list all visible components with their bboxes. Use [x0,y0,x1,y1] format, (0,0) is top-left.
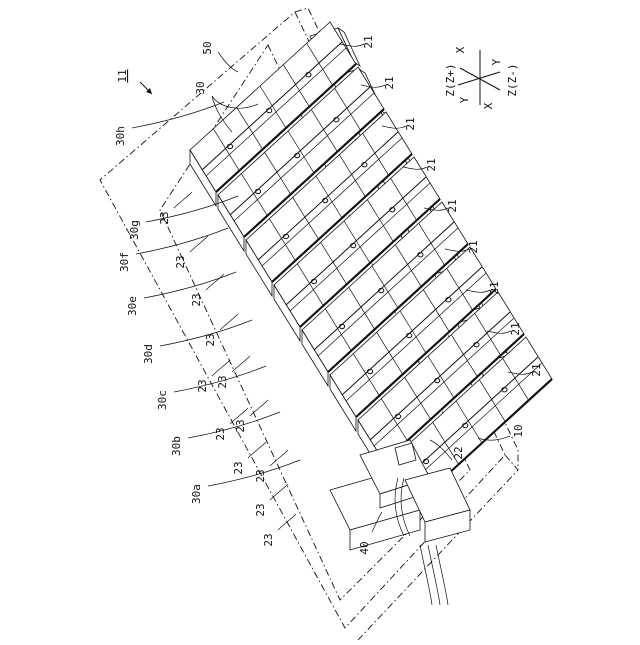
axis-y-bottom: Y [458,96,471,103]
stack-leader [132,102,224,128]
busbar-label-23: 23 [190,293,203,306]
axis-z-plus: Z(Z+) [444,63,457,96]
cell-label-21: 21 [509,322,522,335]
cell-label-21: 21 [488,281,501,294]
busbar-leader [248,442,266,458]
cell-label-21: 21 [425,158,438,171]
cell-label-21: 21 [530,363,543,376]
outline-label: 50 [201,41,214,54]
cell-label-21: 21 [383,76,396,89]
busbar-label-23: 23 [214,427,227,440]
busbar-label-23: 23 [262,533,275,546]
axis-x-top: X [454,46,467,53]
outline-label-group: 50 [201,41,238,72]
axis-z-minus: Z(Z-) [506,63,519,96]
busbar-label-23: 23 [234,419,247,432]
stack-label-30c: 30c [156,390,169,410]
cell-label-21: 21 [404,117,417,130]
busbar-leader [212,360,230,376]
stack-label-30d: 30d [142,344,155,364]
connector-label: 22 [452,446,465,459]
axis-y-top: Y [490,58,503,65]
busbar-leader [278,514,296,530]
stack-label-30h: 30h [114,126,127,146]
cell-stacks [190,22,552,521]
stack-label-30e: 30e [126,296,139,316]
cell-label-21: 21 [362,35,375,48]
case-label: 10 [512,424,525,437]
part-label: 40 [358,541,371,554]
stack-leader [136,228,228,254]
assembly-label: 11 [116,69,129,82]
busbar-leader [174,192,192,208]
stack-label-30f: 30f [118,252,131,272]
axis-x-bottom: X [482,102,495,109]
cell-label-21: 21 [446,199,459,212]
assembly-label-group: 11 [116,69,152,94]
stack-label-30g: 30g [128,220,141,240]
busbar-leader [250,400,268,416]
busbar-label-23: 23 [232,461,245,474]
busbar-leader [232,356,250,372]
busbar-leader [270,450,288,466]
busbar-leader [270,484,288,500]
cell-label-21: 21 [467,240,480,253]
group-label: 30 [194,81,207,94]
stack-label-30a: 30a [190,484,203,504]
busbar-leader [220,314,238,330]
axis-indicator: X Z(Z+) Y Y X Z(Z-) [444,46,519,109]
busbar-label-23: 23 [174,255,187,268]
stack-label-30b: 30b [170,436,183,456]
busbar-label-23: 23 [254,503,267,516]
busbar-label-23: 23 [254,469,267,482]
